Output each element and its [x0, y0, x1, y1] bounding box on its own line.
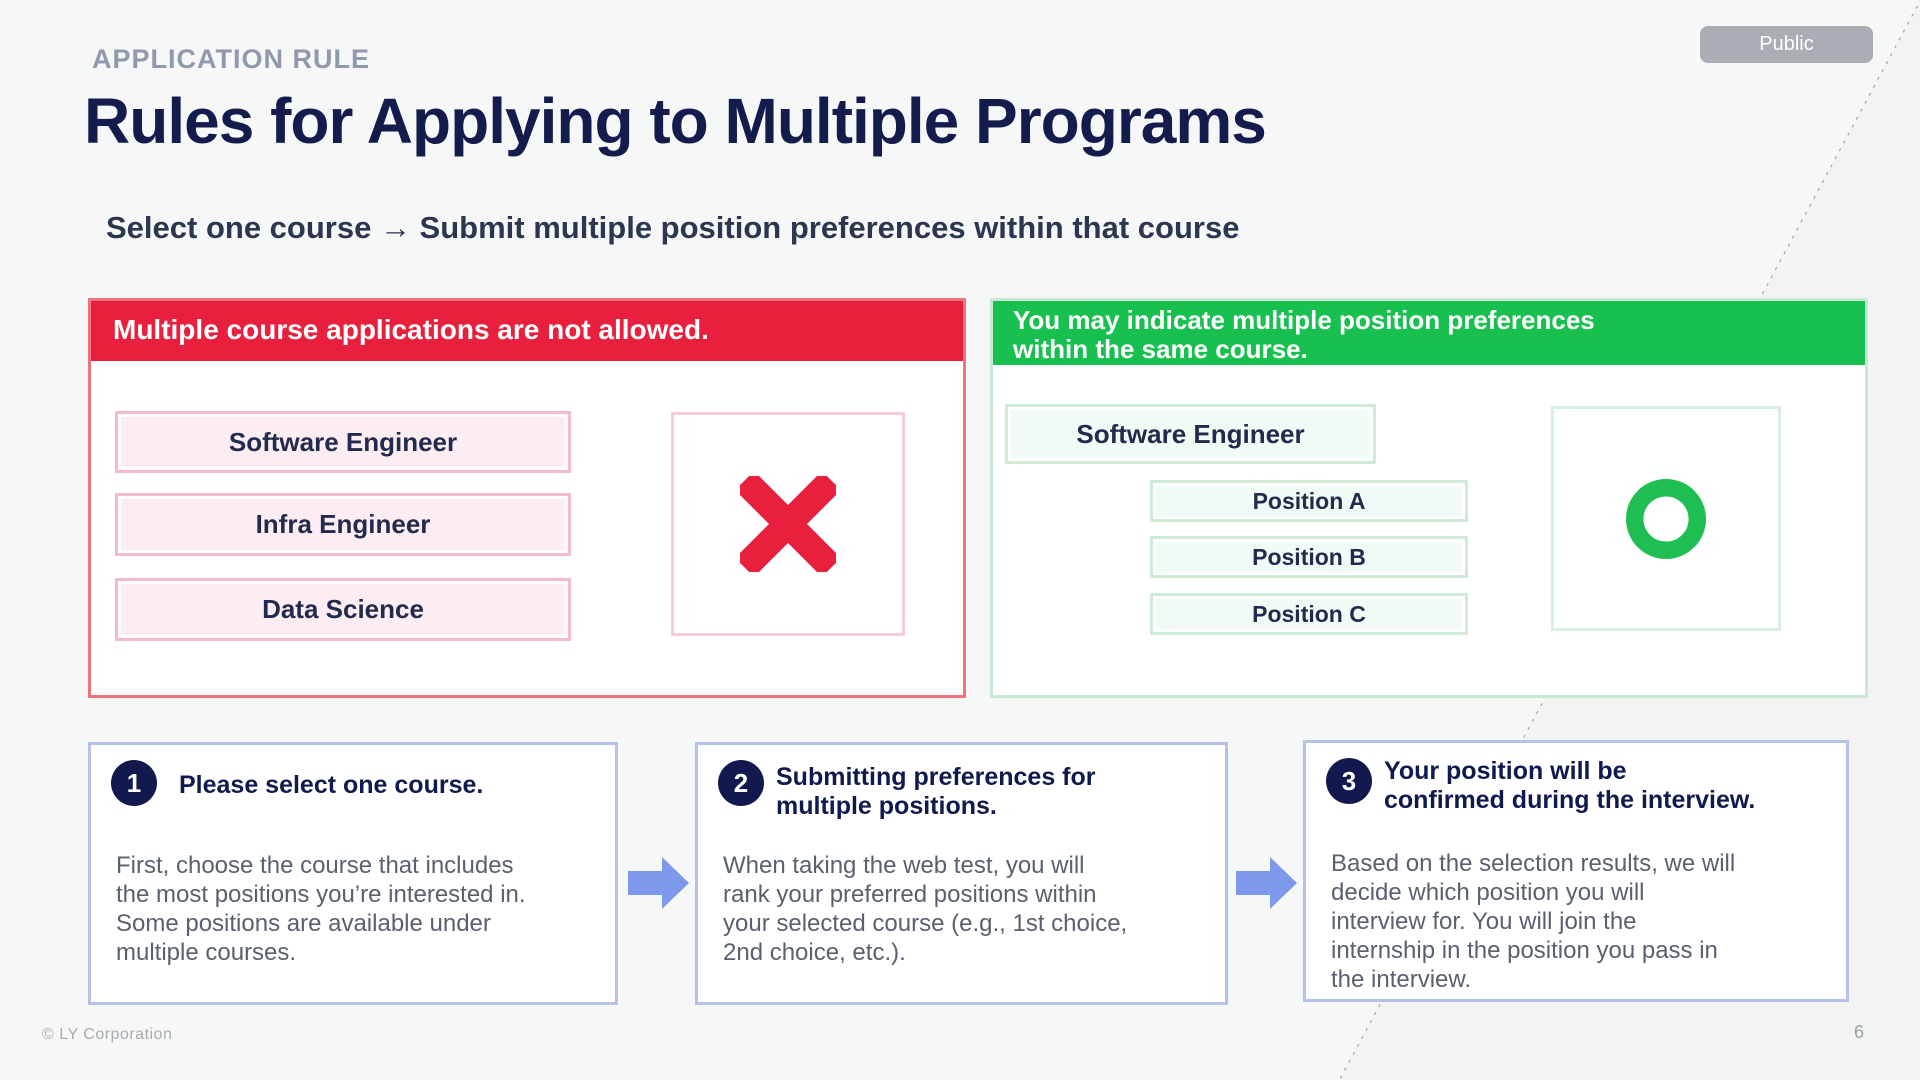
- footer-copyright: © LY Corporation: [42, 1026, 173, 1043]
- step-body: First, choose the course that includes t…: [116, 852, 526, 966]
- position-box: Position C: [1150, 593, 1468, 635]
- course-box: Data Science: [115, 578, 571, 641]
- step-number-badge: 3: [1326, 758, 1372, 804]
- step-title: Please select one course.: [179, 771, 484, 799]
- circle-icon: [1625, 478, 1707, 559]
- cross-icon: [740, 476, 836, 572]
- allowed-header: You may indicate multiple position prefe…: [993, 301, 1865, 365]
- selected-course-box: Software Engineer: [1005, 404, 1376, 464]
- course-box: Infra Engineer: [115, 493, 571, 556]
- step-number-badge: 2: [718, 760, 764, 806]
- position-box: Position B: [1150, 536, 1468, 578]
- public-badge: Public: [1700, 26, 1873, 63]
- allowed-panel: You may indicate multiple position prefe…: [990, 298, 1868, 698]
- page-number: 6: [1854, 1022, 1865, 1042]
- step-card: 3 Your position will be confirmed during…: [1303, 740, 1849, 1002]
- page-subtitle: Select one course → Submit multiple posi…: [106, 210, 1240, 245]
- step-number-badge: 1: [111, 760, 157, 806]
- step-title: Submitting preferences for multiple posi…: [776, 763, 1096, 820]
- step-body: When taking the web test, you will rank …: [723, 852, 1128, 966]
- arrow-right-icon: [628, 857, 689, 909]
- step-card: 1 Please select one course. First, choos…: [88, 742, 618, 1005]
- step-body: Based on the selection results, we will …: [1331, 850, 1736, 993]
- not-allowed-header: Multiple course applications are not all…: [91, 301, 963, 361]
- arrow-right-icon: [1236, 857, 1297, 909]
- position-box: Position A: [1150, 480, 1468, 522]
- not-allowed-panel: Multiple course applications are not all…: [88, 298, 966, 698]
- step-title: Your position will be confirmed during t…: [1384, 757, 1756, 814]
- page-title: Rules for Applying to Multiple Programs: [84, 85, 1267, 157]
- course-box: Software Engineer: [115, 411, 571, 473]
- eyebrow-label: APPLICATION RULE: [92, 44, 370, 74]
- step-card: 2 Submitting preferences for multiple po…: [695, 742, 1228, 1005]
- cross-box: [671, 412, 905, 636]
- circle-box: [1551, 406, 1781, 631]
